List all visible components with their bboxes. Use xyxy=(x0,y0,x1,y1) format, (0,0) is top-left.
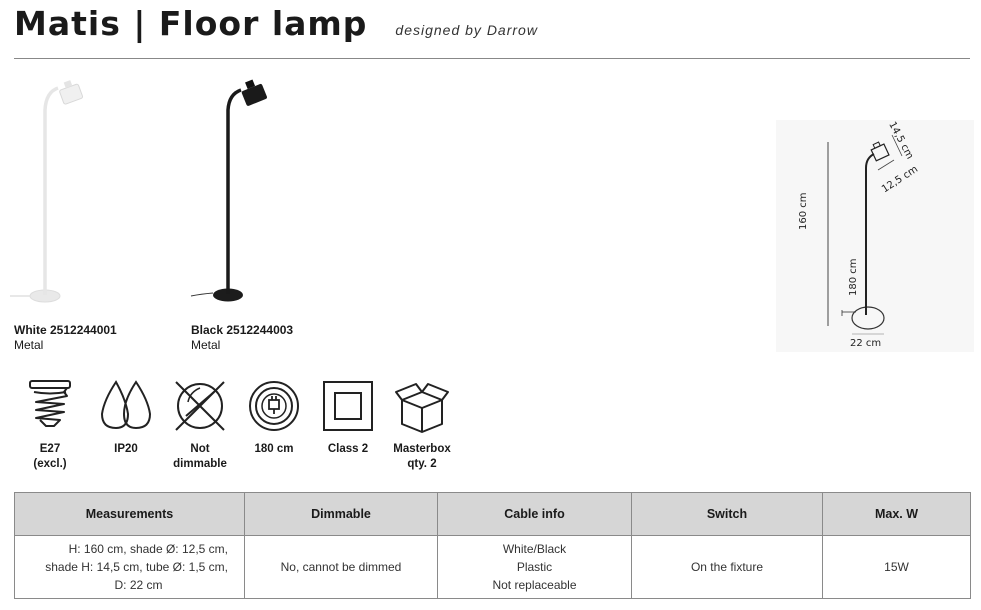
measurements-line3: D: 22 cm xyxy=(114,578,163,592)
not-dimmable-icon xyxy=(175,381,225,431)
dim-total-height: 160 cm xyxy=(798,192,809,230)
feature-e27-line2: (excl.) xyxy=(33,458,67,470)
white-lamp-image xyxy=(10,60,180,310)
feature-masterbox-line2: qty. 2 xyxy=(407,458,437,470)
header-measurements: Measurements xyxy=(14,492,245,536)
header-switch: Switch xyxy=(631,492,823,536)
dimension-drawing: 160 cm 180 cm 14,5 cm 12,5 cm 22 cm xyxy=(776,120,974,352)
designer-credit: designed by Darrow xyxy=(395,22,538,38)
cell-switch: On the fixture xyxy=(631,535,823,599)
page-header: Matis | Floor lamp designed by Darrow xyxy=(14,4,538,43)
feature-dim-line2: dimmable xyxy=(173,458,227,470)
feature-e27: E27 (excl.) xyxy=(12,378,88,472)
dim-cable-length: 180 cm xyxy=(848,258,859,296)
spec-table: Measurements Dimmable Cable info Switch … xyxy=(14,492,971,599)
black-lamp-image xyxy=(186,60,356,310)
header-divider xyxy=(14,58,970,59)
cable-info-line2: Plastic xyxy=(516,560,553,574)
measurements-line1: H: 160 cm, shade Ø: 12,5 cm, xyxy=(68,542,228,556)
feature-ip20-line1: IP20 xyxy=(114,443,138,455)
cell-cable-info: White/Black Plastic Not replaceable xyxy=(437,535,632,599)
cable-plug-icon xyxy=(249,381,299,431)
header-cable-info: Cable info xyxy=(437,492,632,536)
header-dimmable: Dimmable xyxy=(244,492,438,536)
e27-bulb-icon xyxy=(29,380,71,427)
cable-info-line3: Not replaceable xyxy=(492,578,577,592)
feature-cable: 180 cm xyxy=(236,378,312,457)
variant-black-material: Metal xyxy=(191,338,221,352)
dim-base-diameter: 22 cm xyxy=(850,338,882,349)
cell-max-w: 15W xyxy=(822,535,971,599)
page-title: Matis | Floor lamp xyxy=(14,4,368,43)
feature-not-dimmable: Not dimmable xyxy=(162,378,238,472)
feature-masterbox-line1: Masterbox xyxy=(393,443,451,455)
variant-white-material: Metal xyxy=(14,338,44,352)
feature-masterbox: Masterbox qty. 2 xyxy=(384,378,460,472)
cell-dimmable: No, cannot be dimmed xyxy=(244,535,438,599)
header-max-w: Max. W xyxy=(822,492,971,536)
measurements-line2: shade H: 14,5 cm, tube Ø: 1,5 cm, xyxy=(45,560,228,574)
feature-dim-line1: Not xyxy=(190,443,210,455)
feature-e27-line1: E27 xyxy=(39,443,61,455)
class2-icon xyxy=(323,381,373,431)
spec-data-row: H: 160 cm, shade Ø: 12,5 cm, shade H: 14… xyxy=(14,535,971,599)
variant-black-name: Black 2512244003 xyxy=(191,323,294,337)
cell-measurements: H: 160 cm, shade Ø: 12,5 cm, shade H: 14… xyxy=(14,535,245,599)
feature-ip20: IP20 xyxy=(88,378,164,457)
spec-header-row: Measurements Dimmable Cable info Switch … xyxy=(14,492,971,536)
ip20-drops-icon xyxy=(100,380,152,430)
masterbox-icon xyxy=(395,383,449,433)
feature-class2: Class 2 xyxy=(310,378,386,457)
variant-white-name: White 2512244001 xyxy=(14,323,117,337)
cable-info-line1: White/Black xyxy=(502,542,567,556)
feature-cable-line1: 180 cm xyxy=(254,443,294,455)
variant-white: White 2512244001 Metal xyxy=(14,323,117,353)
feature-class2-line1: Class 2 xyxy=(327,443,369,455)
variant-black: Black 2512244003 Metal xyxy=(191,323,293,353)
